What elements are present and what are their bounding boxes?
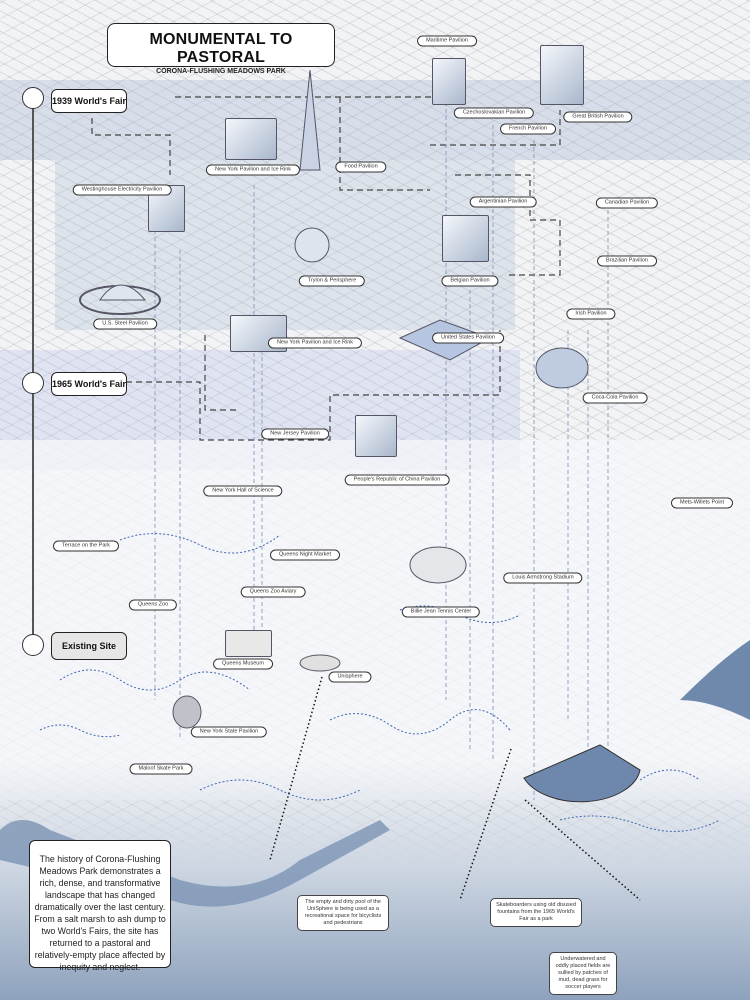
place-label: Unisphere xyxy=(328,671,372,683)
place-label: Trylon & Perisphere xyxy=(298,275,366,287)
timeline-node-1965 xyxy=(22,372,44,394)
place-label: New Jersey Pavilion xyxy=(261,428,329,440)
timeline-line xyxy=(32,105,34,635)
place-label: Brazilian Pavilion xyxy=(597,255,657,267)
ny-pavilion-1939-model xyxy=(225,118,277,160)
place-label: People's Republic of China Pavilion xyxy=(344,474,450,486)
fountain-pool xyxy=(523,744,641,803)
place-label: Coca-Cola Pavilion xyxy=(582,392,648,404)
place-label: Westinghouse Electricity Pavilion xyxy=(72,184,172,196)
pavilion-shapes xyxy=(79,69,589,729)
place-label: New York State Pavilion xyxy=(190,726,268,738)
callout-soccer-fields: Underwatered and oddly placed fields are… xyxy=(549,952,617,995)
era-label-existing: Existing Site xyxy=(51,632,127,660)
place-label: New York Pavilion and Ice Rink xyxy=(205,164,301,176)
place-label: Great British Pavilion xyxy=(563,111,633,123)
tree-canopy-outlines xyxy=(39,533,721,832)
place-label: Mets-Willets Point xyxy=(670,497,734,509)
great-british-pavilion-model xyxy=(540,45,584,105)
place-label: Queens Night Market xyxy=(270,549,340,561)
callout-unisphere: The empty and dirty pool of the UniSpher… xyxy=(297,895,389,931)
place-label: Argentinian Pavilion xyxy=(469,196,537,208)
place-label: Food Pavilion xyxy=(335,161,387,173)
belgian-pavilion-model xyxy=(442,215,489,262)
place-label: Louis Armstrong Stadium xyxy=(503,572,583,584)
czechoslovakian-pavilion-model xyxy=(432,58,466,105)
existing-site-zone xyxy=(0,440,750,800)
era-label-1965: 1965 World's Fair xyxy=(51,372,127,396)
poster-title: MONUMENTAL TO PASTORAL xyxy=(149,31,293,66)
place-label: Billie Jean Tennis Center xyxy=(401,606,481,618)
era-label-1939: 1939 World's Fair xyxy=(51,89,127,113)
place-label: Czechoslovakian Pavilion xyxy=(453,107,535,119)
place-label: French Pavilion xyxy=(500,123,556,135)
place-label: United States Pavilion xyxy=(432,332,504,344)
place-label: Terrace on the Park xyxy=(53,540,119,552)
trylon-shape xyxy=(299,69,321,171)
place-label: New York Pavilion and Ice Rink xyxy=(267,337,363,349)
callout-leaders xyxy=(269,676,641,901)
poster-subtitle: CORONA-FLUSHING MEADOWS PARK xyxy=(156,68,286,75)
place-label: Queens Museum xyxy=(213,658,273,670)
place-label: Canadian Pavilion xyxy=(595,197,659,209)
poster-title-box: MONUMENTAL TO PASTORAL CORONA-FLUSHING M… xyxy=(107,23,335,75)
place-label: Maloof Skate Park xyxy=(129,763,193,775)
place-label: New York Hall of Science xyxy=(203,485,283,497)
timeline-node-1939 xyxy=(22,87,44,109)
intro-text-box: The history of Corona-Flushing Meadows P… xyxy=(29,840,171,972)
place-label: Queens Zoo xyxy=(128,599,178,611)
place-label: Irish Pavilion xyxy=(566,308,616,320)
place-label: U.S. Steel Pavilion xyxy=(93,318,157,330)
callout-skateboarders: Skateboarders using old disused fountain… xyxy=(490,898,582,927)
place-label: Maritime Pavilion xyxy=(417,35,477,47)
china-pavilion-model xyxy=(355,415,397,457)
place-label: Queens Zoo Aviary xyxy=(240,586,306,598)
queens-museum-model xyxy=(225,630,272,657)
timeline-node-existing xyxy=(22,634,44,656)
meadow-lake xyxy=(680,640,750,720)
place-label: Belgian Pavilion xyxy=(441,275,499,287)
connector-lines xyxy=(91,85,561,441)
